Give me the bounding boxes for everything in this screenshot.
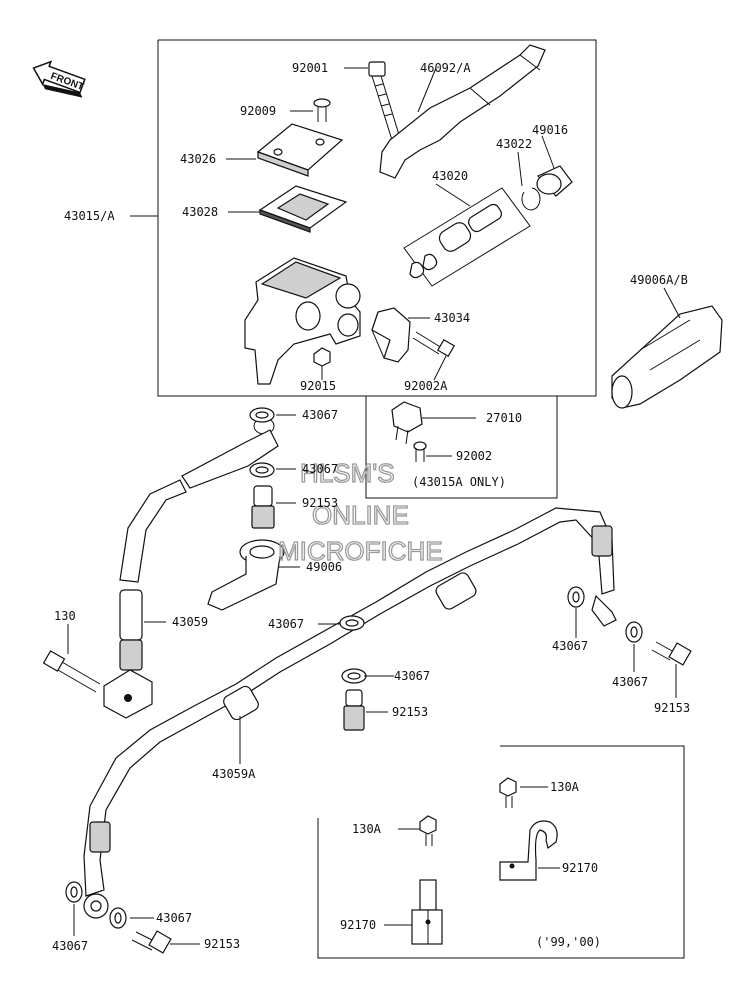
callout-43059a: 43059A	[212, 767, 256, 781]
callout-43067-upper-a: 43067	[302, 408, 338, 422]
brake-lever-icon	[379, 44, 546, 179]
callout-43015-a: 43015/A	[64, 209, 115, 223]
callout-43015a-only: (43015A ONLY)	[412, 475, 506, 489]
master-cylinder-icon	[244, 257, 361, 385]
front-arrow-icon: FRONT	[32, 60, 86, 98]
screw-92002-icon	[413, 441, 427, 462]
callout-43067-mid-a: 43067	[268, 617, 304, 631]
bolt-130-icon	[42, 650, 101, 693]
bolt-92001-icon	[368, 61, 401, 141]
callout-49006-ab: 49006A/B	[630, 273, 688, 287]
washer-upper-b-icon	[249, 462, 275, 478]
watermark-line-3: MICROFICHE	[278, 536, 443, 566]
hose-joint-icon	[207, 539, 285, 611]
bolt-130a-upper-icon	[499, 777, 517, 808]
callout-43067-right-b: 43067	[612, 675, 648, 689]
callout-130a-upper: 130A	[550, 780, 580, 794]
piston-kit-icon	[403, 187, 531, 287]
washer-mid-b-icon	[341, 668, 367, 684]
callout-43028: 43028	[182, 205, 218, 219]
callout-43020: 43020	[432, 169, 468, 183]
assembly-frame	[157, 39, 597, 397]
callout-43026: 43026	[180, 152, 216, 166]
washer-right-b-icon	[625, 621, 643, 643]
nut-92015-icon	[313, 347, 331, 367]
callout-27010: 27010	[486, 411, 522, 425]
callout-labels: 92001 46092/A 92009 49016 43022 43026 43…	[52, 61, 690, 953]
bracket-inset-frame	[317, 745, 685, 959]
callout-92002: 92002	[456, 449, 492, 463]
upper-brake-hose-icon	[103, 417, 279, 719]
callout-92002a: 92002A	[404, 379, 448, 393]
callout-years: ('99,'00)	[536, 935, 601, 949]
callout-43067-right-a: 43067	[552, 639, 588, 653]
boot-icon	[536, 165, 573, 197]
callout-43067-upper-b: 43067	[302, 462, 338, 476]
callout-92153-upper: 92153	[302, 496, 338, 510]
callout-130: 130	[54, 609, 76, 623]
washer-lower-a-icon	[65, 881, 83, 903]
bracket-92170-lower-icon	[411, 879, 443, 945]
callout-92170-lower: 92170	[340, 918, 376, 932]
screw-92009-icon	[313, 98, 331, 122]
callout-92153-mid: 92153	[392, 705, 428, 719]
brake-switch-icon	[391, 401, 423, 445]
banjo-bolt-right-icon	[651, 641, 692, 666]
washer-right-a-icon	[567, 586, 585, 608]
banjo-bolt-mid-icon	[343, 689, 365, 731]
leader-lines	[67, 67, 681, 945]
callout-43034: 43034	[434, 311, 470, 325]
bracket-92170-upper-icon	[499, 820, 558, 881]
callout-92153-right: 92153	[654, 701, 690, 715]
callout-92153-lower: 92153	[204, 937, 240, 951]
callout-130a-lower: 130A	[352, 822, 382, 836]
lower-brake-hose-icon	[83, 507, 617, 919]
callout-49006: 49006	[306, 560, 342, 574]
reservoir-cap-icon	[256, 123, 344, 177]
clamp-icon	[371, 307, 411, 363]
callout-43067-mid-b: 43067	[394, 669, 430, 683]
lever-cover-icon	[611, 305, 723, 409]
bolt-130a-lower-icon	[419, 815, 437, 846]
assembly-frame-extension	[365, 396, 558, 499]
watermark-line-1: HLSM'S	[300, 458, 395, 488]
callout-43067-lower-b: 43067	[156, 911, 192, 925]
callout-92015: 92015	[300, 379, 336, 393]
washer-upper-a-icon	[249, 407, 275, 423]
watermark-line-2: ONLINE	[312, 500, 409, 530]
callout-92009: 92009	[240, 104, 276, 118]
callout-43059: 43059	[172, 615, 208, 629]
callout-49016: 49016	[532, 123, 568, 137]
washer-lower-b-icon	[109, 907, 127, 929]
washer-mid-a-icon	[339, 615, 365, 631]
callout-92170-upper: 92170	[562, 861, 598, 875]
circlip-icon	[521, 187, 541, 211]
callout-46092-a: 46092/A	[420, 61, 471, 75]
bolt-92002a-icon	[412, 331, 456, 358]
diaphragm-icon	[258, 185, 348, 233]
callout-43067-lower-a: 43067	[52, 939, 88, 953]
banjo-bolt-upper-icon	[251, 485, 275, 529]
callout-43022: 43022	[496, 137, 532, 151]
callout-92001: 92001	[292, 61, 328, 75]
banjo-bolt-lower-icon	[131, 930, 172, 954]
watermark: HLSM'S ONLINE MICROFICHE	[277, 457, 443, 566]
